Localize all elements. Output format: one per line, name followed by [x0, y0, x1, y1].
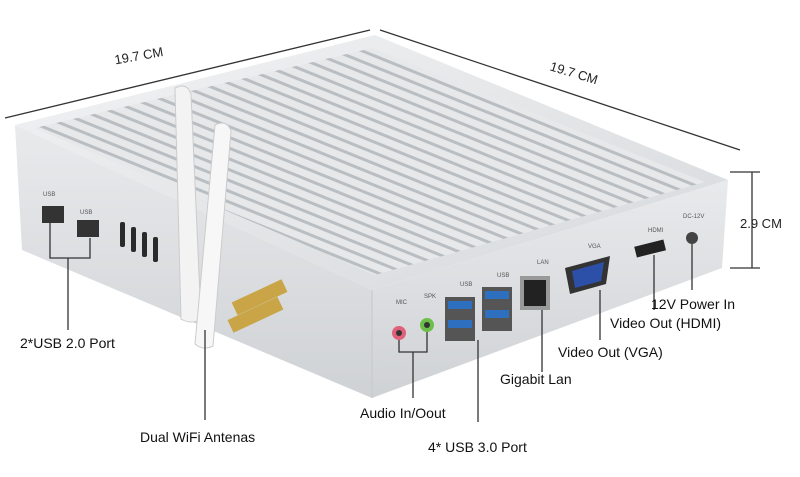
dimension-lines — [4, 29, 760, 269]
usb3-label: USB — [460, 282, 472, 288]
vga-label: VGA — [588, 244, 601, 250]
usb3-callout: 4* USB 3.0 Port — [428, 439, 527, 455]
lan-callout: Gigabit Lan — [500, 371, 572, 387]
audio-callout: Audio In/Oout — [360, 405, 446, 421]
lan-port-socket — [524, 280, 546, 306]
usb3-label: USB — [497, 273, 509, 279]
antenna-connector — [227, 296, 284, 333]
antenna-connector — [231, 279, 288, 316]
usb-left-label: USB — [80, 210, 92, 216]
callout-lines — [49, 222, 693, 422]
vga-port-socket — [572, 262, 604, 288]
dc-label: DC-12V — [683, 214, 704, 220]
usb2-port — [42, 206, 64, 223]
dc-jack — [686, 232, 698, 244]
usb3-ports — [445, 287, 512, 341]
lan-label: LAN — [537, 260, 549, 266]
height-dimension: 2.9 CM — [740, 216, 782, 231]
vga-callout: Video Out (VGA) — [558, 344, 663, 360]
hdmi-callout: Video Out (HDMI) — [610, 315, 721, 331]
antenna — [194, 122, 232, 349]
vent-slots — [120, 222, 158, 262]
mic-label: MIC — [396, 300, 408, 306]
spk-label: SPK — [424, 294, 436, 300]
width-dimension: 19.7 CM — [548, 59, 599, 88]
power-callout: 12V Power In — [651, 296, 735, 312]
usb-left-label: USB — [43, 192, 55, 198]
wifi-antennas — [174, 85, 288, 349]
usb2-port — [77, 220, 99, 237]
length-dimension: 19.7 CM — [113, 44, 164, 67]
usb2-callout: 2*USB 2.0 Port — [20, 335, 115, 351]
speaker-jack-hole — [424, 322, 430, 328]
hdmi-port — [634, 239, 667, 258]
heatsink-fins — [35, 48, 705, 275]
hdmi-label: HDMI — [648, 228, 664, 234]
mic-jack-hole — [396, 330, 402, 336]
wifi-callout: Dual WiFi Antenas — [140, 429, 255, 445]
